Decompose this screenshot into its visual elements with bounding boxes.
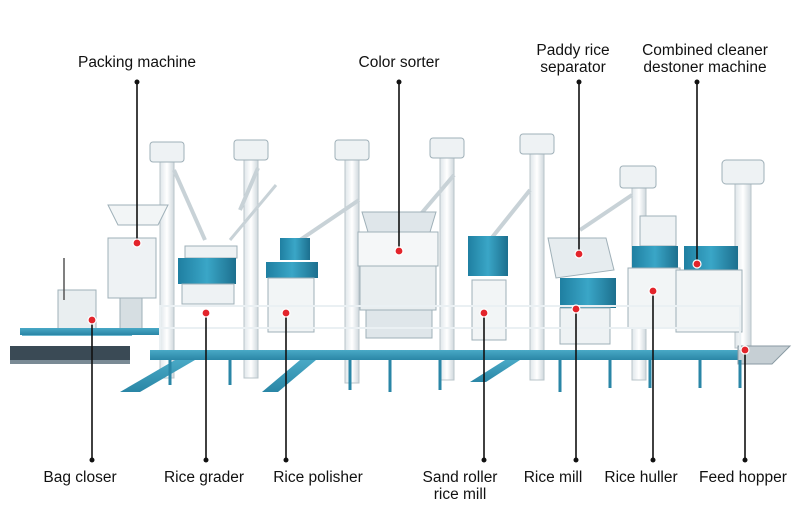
platform [20, 305, 792, 392]
sand-roller-unit [468, 236, 508, 341]
label-sand-roller-line1: Sand roller [422, 469, 498, 486]
label-bag-closer: Bag closer [43, 469, 117, 486]
label-combined-cleaner-line1: Combined cleaner [642, 42, 768, 59]
label-sand-roller-line2: rice mill [433, 486, 487, 503]
leader-end-dots [89, 79, 748, 463]
rice-grader-unit [178, 245, 238, 305]
marker-dots [87, 238, 750, 355]
label-feed-hopper: Feed hopper [699, 469, 787, 486]
leader-lines [91, 80, 746, 460]
label-paddy-rice-separator-line1: Paddy rice [536, 42, 610, 59]
label-rice-mill: Rice mill [523, 469, 583, 486]
label-combined-cleaner-line2: destoner machine [643, 59, 767, 76]
label-sand-roller-rice-mill: Sand roller rice mill [423, 469, 498, 503]
label-combined-cleaner: Combined cleaner destoner machine [642, 42, 768, 76]
color-sorter-unit [357, 211, 439, 339]
cleaner-destoner-unit [675, 246, 743, 333]
label-packing-machine: Packing machine [77, 54, 197, 71]
label-rice-huller: Rice huller [604, 469, 678, 486]
rice-polisher-unit [266, 238, 318, 333]
rice-huller-unit [627, 215, 681, 329]
label-color-sorter: Color sorter [358, 54, 440, 71]
label-rice-polisher: Rice polisher [273, 469, 363, 486]
label-paddy-rice-separator: Paddy rice separator [536, 42, 609, 76]
label-rice-grader: Rice grader [163, 469, 245, 486]
label-paddy-rice-separator-line2: separator [540, 59, 606, 76]
packing-machine-unit [107, 204, 169, 335]
